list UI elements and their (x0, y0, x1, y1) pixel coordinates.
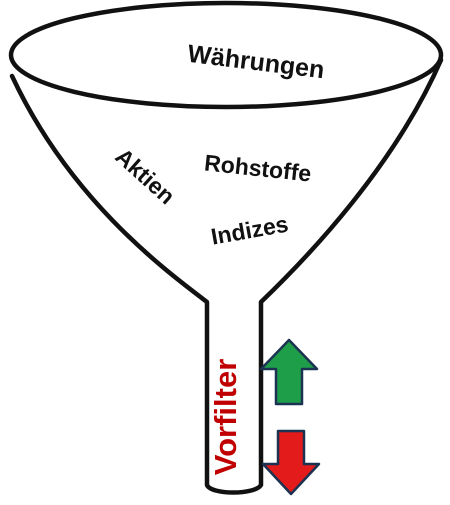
label-indizes: Indizes (209, 211, 290, 250)
arrow-up-icon (259, 338, 319, 406)
funnel-labels: Währungen Aktien Rohstoffe Indizes Vorfi… (111, 40, 326, 475)
label-vorfilter: Vorfilter (208, 359, 243, 476)
funnel-rim (8, 0, 444, 110)
label-aktien: Aktien (111, 143, 181, 209)
arrow-down-icon (261, 429, 321, 496)
label-rohstoffe: Rohstoffe (203, 150, 312, 187)
funnel-body (9, 57, 444, 495)
funnel-outline (8, 0, 444, 495)
